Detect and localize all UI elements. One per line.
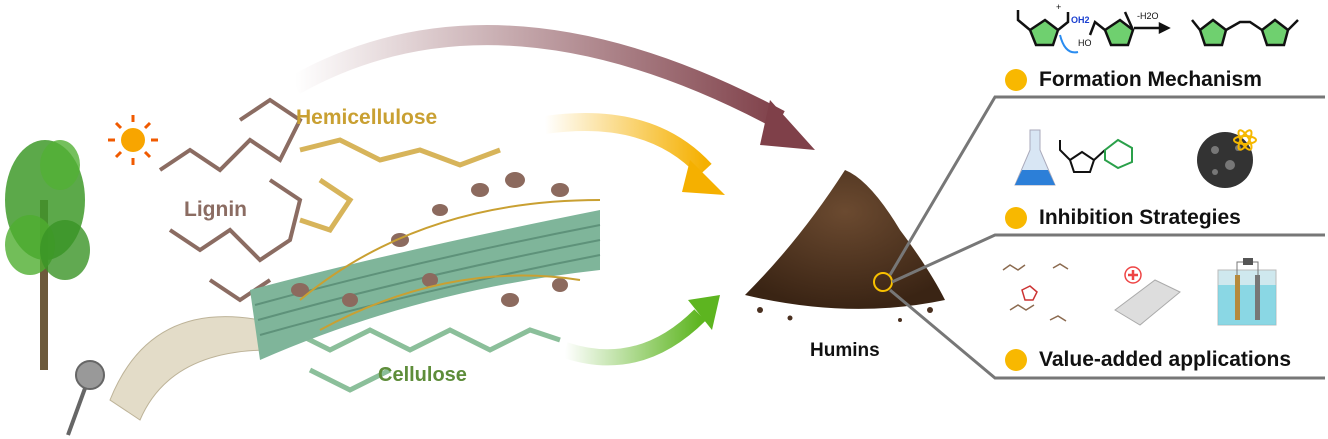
hemicellulose-label: Hemicellulose — [296, 106, 438, 129]
cellulose-fiber-bundle — [109, 172, 601, 421]
porous-carbon-icon — [1197, 129, 1257, 188]
ho-label: HO — [1078, 38, 1092, 48]
bullet-icon — [1005, 207, 1027, 229]
humins-label: Humins — [810, 340, 880, 361]
sun-icon — [108, 115, 158, 165]
green-arrow — [562, 295, 720, 366]
yellow-arrow — [543, 113, 725, 195]
section-value-added-applications: Value-added applications — [1005, 348, 1291, 372]
cellulose-molecule — [288, 327, 561, 393]
inhibitor-molecule — [1059, 138, 1133, 173]
hemicellulose-molecule — [299, 137, 501, 233]
charge-label: + — [1056, 2, 1061, 12]
oh2-label: OH2 — [1071, 15, 1090, 25]
cellulose-label: Cellulose — [378, 364, 467, 386]
bullet-icon — [1005, 69, 1027, 91]
section-inhibition-strategies: Inhibition Strategies — [1005, 206, 1241, 230]
section-formation-mechanism: Formation Mechanism — [1005, 68, 1262, 92]
lignin-molecule — [158, 97, 303, 303]
flask-icon — [1014, 129, 1056, 186]
lignin-label: Lignin — [184, 198, 247, 221]
humins-pile — [745, 170, 945, 322]
section-label: Formation Mechanism — [1039, 68, 1262, 91]
bullet-icon — [1005, 349, 1027, 371]
condition-label: -H2O — [1137, 11, 1159, 21]
molecules-icon — [1002, 263, 1069, 322]
section-label: Value-added applications — [1039, 348, 1292, 371]
reaction-scheme: + OH2 HO -H2O — [1016, 2, 1299, 54]
magnifier-icon — [66, 360, 105, 436]
atom-icon — [1233, 129, 1257, 151]
electrochemical-cell-icon — [1217, 258, 1277, 326]
section-label: Inhibition Strategies — [1039, 206, 1241, 229]
pill-blister-icon — [1114, 266, 1181, 326]
tree-illustration — [5, 140, 90, 370]
connector-lines — [888, 95, 1325, 380]
arc-arrow — [290, 25, 815, 150]
